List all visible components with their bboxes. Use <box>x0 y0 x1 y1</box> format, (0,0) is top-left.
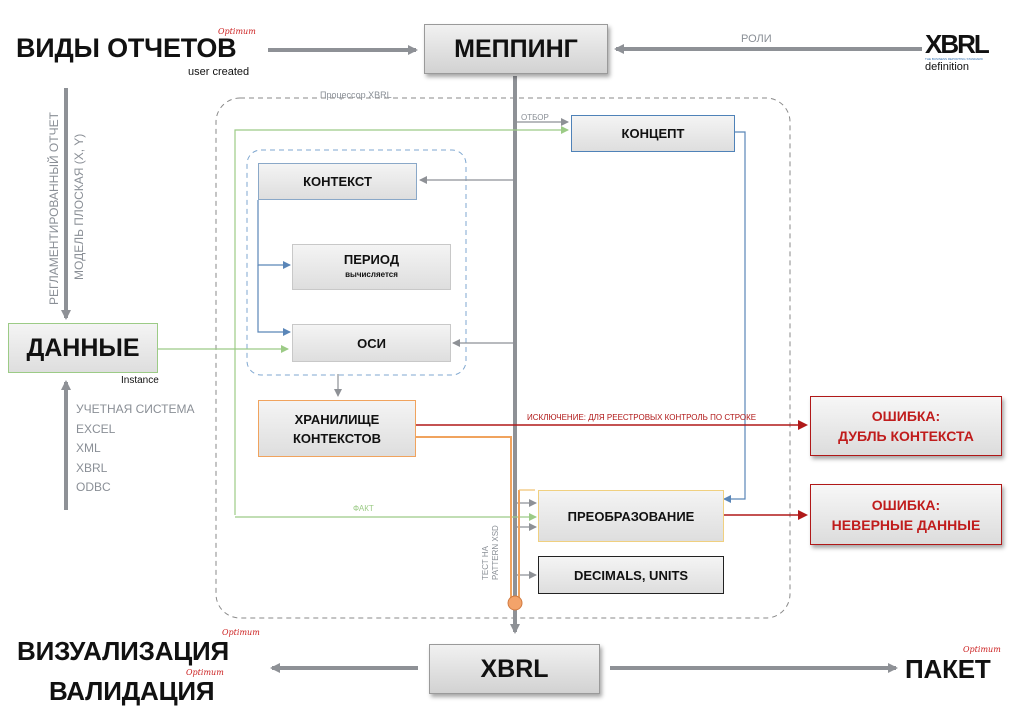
source-item: ODBC <box>76 480 111 494</box>
report-types-sub: user created <box>188 66 250 78</box>
processor-label: Процессор XBRL <box>320 90 392 100</box>
transform-box[interactable]: ПРЕОБРАЗОВАНИЕ <box>538 490 724 542</box>
axes-box[interactable]: ОСИ <box>292 324 451 362</box>
period-label: ПЕРИОД <box>343 252 400 267</box>
error-invalid-line2: НЕВЕРНЫЕ ДАННЫЕ <box>831 516 981 533</box>
visualization-title: ВИЗУАЛИЗАЦИЯ <box>17 636 230 666</box>
brand-mark-validation: Optimum <box>186 668 224 677</box>
error-duplicate-context-box[interactable]: ОШИБКА: ДУБЛЬ КОНТЕКСТА <box>810 396 1002 456</box>
roles-label: РОЛИ <box>741 33 772 45</box>
brand-mark-package: Optimum <box>963 645 1001 654</box>
context-storage-box[interactable]: ХРАНИЛИЩЕ КОНТЕКСТОВ <box>258 400 416 457</box>
data-box[interactable]: ДАННЫЕ <box>8 323 158 373</box>
pattern-test-line2: PATTERN XSD <box>491 525 500 580</box>
instance-label: Instance <box>121 375 159 386</box>
error-duplicate-line2: ДУБЛЬ КОНТЕКСТА <box>838 428 974 444</box>
error-invalid-data-box[interactable]: ОШИБКА: НЕВЕРНЫЕ ДАННЫЕ <box>810 484 1002 545</box>
exception-label: ИСКЛЮЧЕНИЕ: ДЛЯ РЕЕСТРОВЫХ КОНТРОЛЬ ПО С… <box>527 413 757 422</box>
axes-label: ОСИ <box>357 335 386 351</box>
storage-label-line2: КОНТЕКСТОВ <box>293 430 381 446</box>
pattern-test-label: ТЕСТ НА PATTERN XSD <box>481 525 501 580</box>
pattern-test-node <box>507 595 523 611</box>
regulated-report-label: РЕГЛАМЕНТИРОВАННЫЙ ОТЧЕТ <box>47 112 61 305</box>
concept-box[interactable]: КОНЦЕПТ <box>571 115 735 152</box>
source-item: XBRL <box>76 460 108 475</box>
xbrl-logo-sub: definition <box>925 61 970 73</box>
error-duplicate-line1: ОШИБКА: <box>871 408 941 424</box>
report-types-title: ВИДЫ ОТЧЕТОВ <box>16 33 237 63</box>
processor-boundary <box>215 97 791 619</box>
source-item: XML <box>76 441 101 455</box>
fact-label: ФАКТ <box>353 504 374 513</box>
xbrl-logo-text: XBRL <box>925 29 990 59</box>
brand-mark-reports: Optimum <box>218 27 256 36</box>
data-sources-list: УЧЕТНАЯ СИСТЕМА EXCEL XML XBRL ODBC <box>76 400 195 498</box>
xbrl-output-box[interactable]: XBRL <box>429 644 600 694</box>
validation-title: ВАЛИДАЦИЯ <box>49 676 215 706</box>
selection-label: ОТБОР <box>521 113 549 122</box>
mapping-box[interactable]: МЕППИНГ <box>424 24 608 74</box>
context-box[interactable]: КОНТЕКСТ <box>258 163 417 200</box>
xbrl-output-label: XBRL <box>480 654 549 683</box>
storage-label-line1: ХРАНИЛИЩЕ <box>294 411 380 427</box>
flat-model-label: МОДЕЛЬ ПЛОСКАЯ (X, Y) <box>72 133 86 280</box>
xbrl-logo-tagline: THE BUSINESS REPORTING STANDARD <box>925 57 983 61</box>
brand-mark-visualization: Optimum <box>222 628 260 637</box>
concept-label: КОНЦЕПТ <box>621 126 685 141</box>
mapping-label: МЕППИНГ <box>454 34 578 63</box>
source-item: EXCEL <box>76 421 116 436</box>
transform-label: ПРЕОБРАЗОВАНИЕ <box>567 508 695 524</box>
error-invalid-line1: ОШИБКА: <box>871 496 941 513</box>
period-sub-label: вычисляется <box>345 270 398 279</box>
context-label: КОНТЕКСТ <box>303 174 372 189</box>
xbrl-logo: XBRL THE BUSINESS REPORTING STANDARD def… <box>925 31 1005 74</box>
source-item: УЧЕТНАЯ СИСТЕМА <box>76 402 195 416</box>
package-title: ПАКЕТ <box>905 654 991 684</box>
decimals-units-label: DECIMALS, UNITS <box>573 567 689 583</box>
period-box[interactable]: ПЕРИОД вычисляется <box>292 244 451 290</box>
data-label: ДАННЫЕ <box>26 333 140 362</box>
decimals-units-box[interactable]: DECIMALS, UNITS <box>538 556 724 594</box>
pattern-test-line1: ТЕСТ НА <box>481 546 490 580</box>
